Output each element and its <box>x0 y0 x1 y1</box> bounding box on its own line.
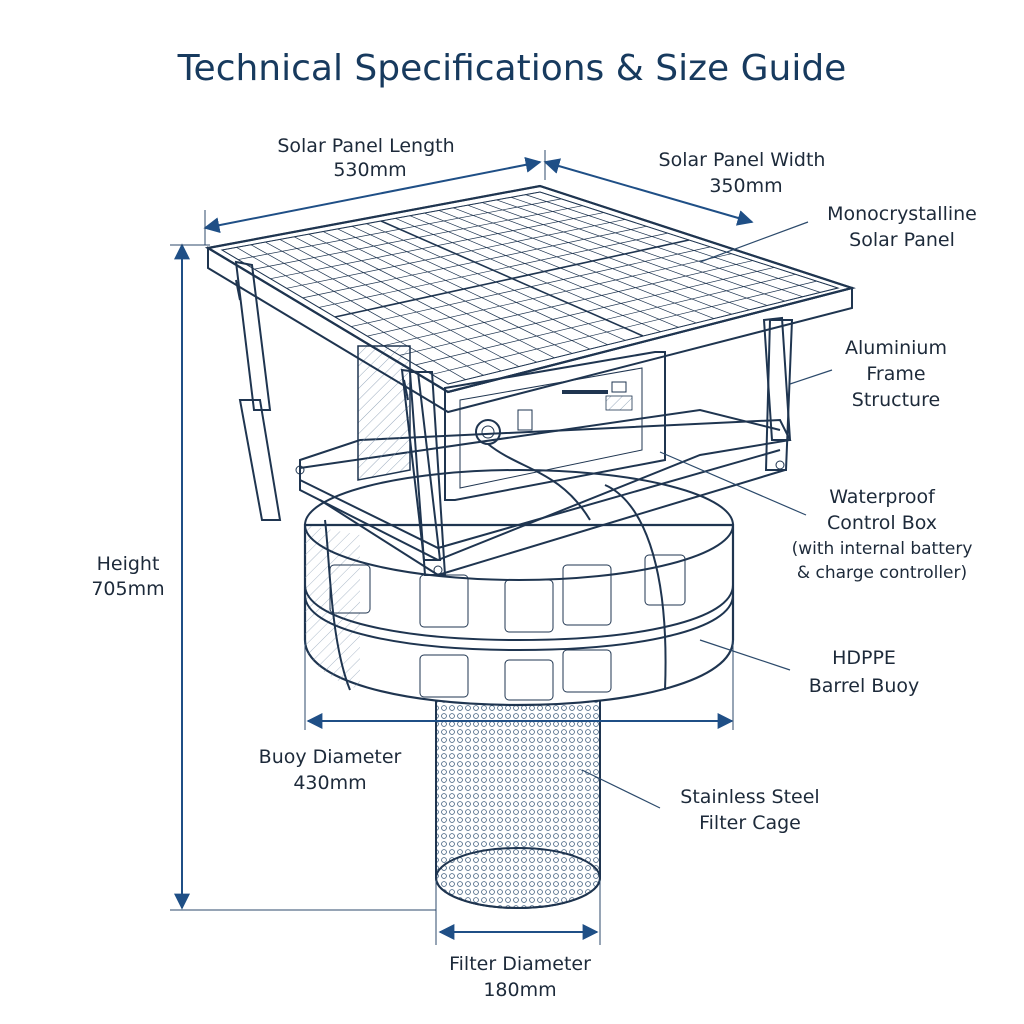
solar-panel <box>204 184 856 414</box>
dim-panel-length: Solar Panel Length 530mm <box>203 135 542 245</box>
dim-buoy: Buoy Diameter 430mm <box>259 640 734 794</box>
filter-cage <box>435 699 601 909</box>
callout-box-line4: & charge controller) <box>797 563 967 583</box>
dim-height: Height 705mm <box>91 243 436 911</box>
height-value: 705mm <box>91 578 164 600</box>
callout-solar-panel: Monocrystalline Solar Panel <box>699 203 977 263</box>
callout-buoy: HDPPE Barrel Buoy <box>699 639 920 697</box>
product-illustration <box>204 184 856 909</box>
dim-panel-width: Solar Panel Width 350mm <box>543 149 826 226</box>
callout-buoy-line2: Barrel Buoy <box>809 675 920 697</box>
buoy-label: Buoy Diameter <box>259 746 402 768</box>
panel-length-value: 530mm <box>333 159 406 181</box>
callout-frame-line1: Aluminium <box>845 337 947 359</box>
control-box <box>444 351 666 521</box>
panel-width-value: 350mm <box>709 175 782 197</box>
callout-box-line2: Control Box <box>827 512 937 534</box>
callout-box-line1: Waterproof <box>829 486 936 508</box>
callout-box-line3: (with internal battery <box>792 539 973 559</box>
callout-cage-line1: Stainless Steel <box>680 786 819 808</box>
height-label: Height <box>97 553 160 575</box>
buoy-value: 430mm <box>293 772 366 794</box>
barrel-buoy <box>303 469 735 707</box>
callout-frame-line3: Structure <box>852 389 940 411</box>
callout-panel-line1: Monocrystalline <box>827 203 977 225</box>
filter-label: Filter Diameter <box>449 953 591 975</box>
dim-filter: Filter Diameter 180mm <box>435 880 601 1001</box>
callout-control-box: Waterproof Control Box (with internal ba… <box>659 451 973 583</box>
callout-panel-line2: Solar Panel <box>849 229 955 251</box>
page-title: Technical Specifications & Size Guide <box>177 48 847 89</box>
callout-buoy-line1: HDPPE <box>832 647 896 669</box>
callout-frame-line2: Frame <box>866 363 925 385</box>
filter-value: 180mm <box>483 979 556 1001</box>
callout-frame: Aluminium Frame Structure <box>789 337 947 411</box>
panel-width-label: Solar Panel Width <box>659 149 826 171</box>
panel-cells <box>221 191 839 385</box>
callout-filter-cage: Stainless Steel Filter Cage <box>581 769 820 834</box>
callout-cage-line2: Filter Cage <box>699 812 801 834</box>
panel-length-label: Solar Panel Length <box>277 135 454 157</box>
